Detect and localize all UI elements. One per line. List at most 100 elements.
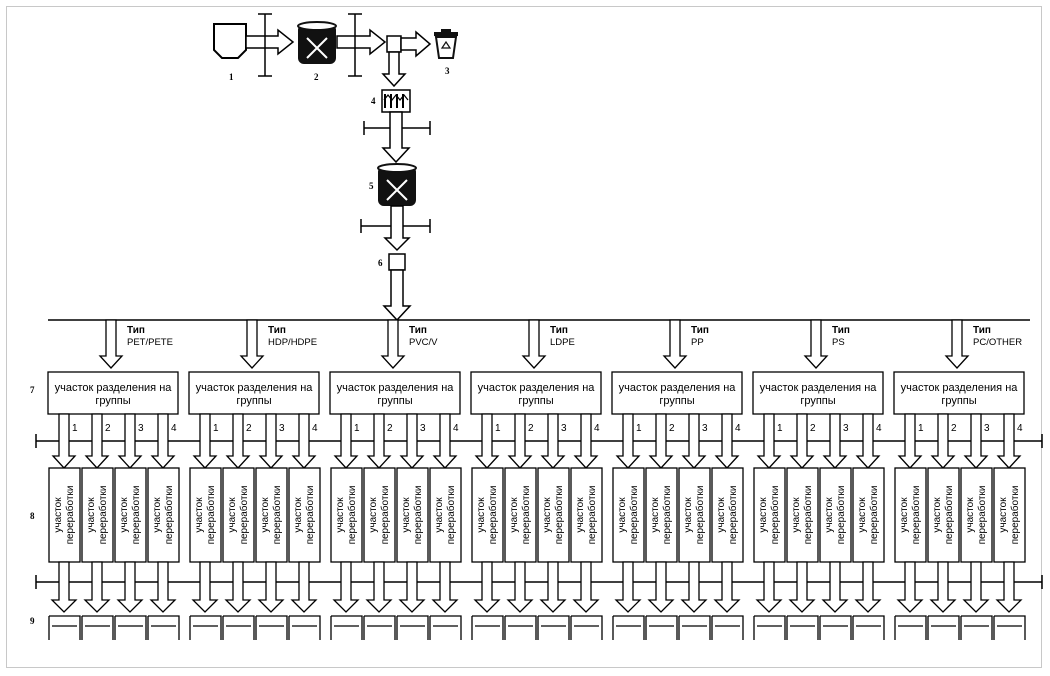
processing-label-line1: участок [824,497,835,533]
junction-box [386,35,402,53]
group-box [752,371,884,415]
arrow-down-2 [381,111,411,164]
sub-number: 4 [312,423,318,434]
output-arrow [83,561,111,613]
type-name: PP [691,337,704,348]
processing-label-line2: переработки [379,486,391,545]
dryer-box [388,253,406,271]
sub-arrow [615,413,641,469]
group-box-line1: участок разделения на [760,382,878,394]
sub-number: 2 [105,423,111,434]
sub-number: 4 [735,423,741,434]
sub-number: 4 [1017,423,1023,434]
processing-label-line1: участок [509,497,520,533]
output-arrow [149,561,177,613]
type-arrow [662,319,688,369]
processing-label-line2: переработки [304,486,316,545]
processing-label-line2: переработки [976,486,988,545]
type-arrow [239,319,265,369]
sub-arrow [681,413,707,469]
processing-box [537,467,570,563]
processing-label-line2: переработки [694,486,706,545]
sub-number: 1 [354,423,360,434]
processing-box [678,467,711,563]
sub-number: 4 [594,423,600,434]
type-word: Тип [268,325,286,336]
processing-box [429,467,462,563]
collection-bin [471,615,504,640]
processing-label-line2: переработки [445,486,457,545]
processing-label-line1: участок [53,497,64,533]
processing-label-line2: переработки [661,486,673,545]
sub-number: 2 [246,423,252,434]
sub-arrow [963,413,989,469]
sub-number: 4 [876,423,882,434]
processing-label-line2: переработки [130,486,142,545]
processing-label-line1: участок [434,497,445,533]
processing-label-line1: участок [368,497,379,533]
output-arrow [788,561,816,613]
sub-arrow [399,413,425,469]
group-box-line1: участок разделения на [619,382,737,394]
type-name: PVC/V [409,337,438,348]
sub-arrow [474,413,500,469]
washing-drum-icon [377,163,417,206]
processing-box [852,467,885,563]
collection-bin [927,615,960,640]
processing-label-line2: переработки [943,486,955,545]
sub-arrow [507,413,533,469]
sub-arrow [756,413,782,469]
processing-label-line2: переработки [868,486,880,545]
trash-bin-icon [434,29,458,59]
group-box-line2: группы [800,395,835,407]
sub-arrow [855,413,881,469]
type-name: PC/OTHER [973,337,1022,348]
sub-arrow [714,413,740,469]
sub-arrow [150,413,176,469]
processing-box [753,467,786,563]
sub-number: 2 [669,423,675,434]
sub-number: 2 [387,423,393,434]
sub-number: 4 [453,423,459,434]
output-arrow [224,561,252,613]
processing-box [114,467,147,563]
sub-number: 1 [636,423,642,434]
sub-arrow [573,413,599,469]
output-arrow [755,561,783,613]
processing-box [612,467,645,563]
output-arrow [854,561,882,613]
output-arrow [896,561,924,613]
group-box [188,371,320,415]
label-2: 2 [314,72,319,82]
collection-bin [255,615,288,640]
collection-bin [189,615,222,640]
processing-label-line2: переработки [835,486,847,545]
type-word: Тип [691,325,709,336]
output-arrow [647,561,675,613]
sub-number: 1 [72,423,78,434]
diagram-frame [6,6,1042,668]
group-box-line1: участок разделения на [55,382,173,394]
sub-number: 3 [420,423,426,434]
processing-label-line1: участок [293,497,304,533]
processing-label-line1: участок [758,497,769,533]
arrow-to-trash [400,30,432,58]
sub-number: 3 [984,423,990,434]
output-arrow [116,561,144,613]
label-8: 8 [30,511,35,521]
sub-number: 1 [918,423,924,434]
processing-label-line2: переработки [1009,486,1021,545]
processing-label-line1: участок [932,497,943,533]
processing-box [288,467,321,563]
processing-box [471,467,504,563]
processing-label-line2: переработки [97,486,109,545]
processing-box [894,467,927,563]
label-7: 7 [30,385,35,395]
output-arrow [680,561,708,613]
output-arrow [332,561,360,613]
sub-number: 2 [528,423,534,434]
sub-number: 3 [138,423,144,434]
sorting-drum-icon [297,21,337,64]
collection-bin [786,615,819,640]
sub-arrow [648,413,674,469]
